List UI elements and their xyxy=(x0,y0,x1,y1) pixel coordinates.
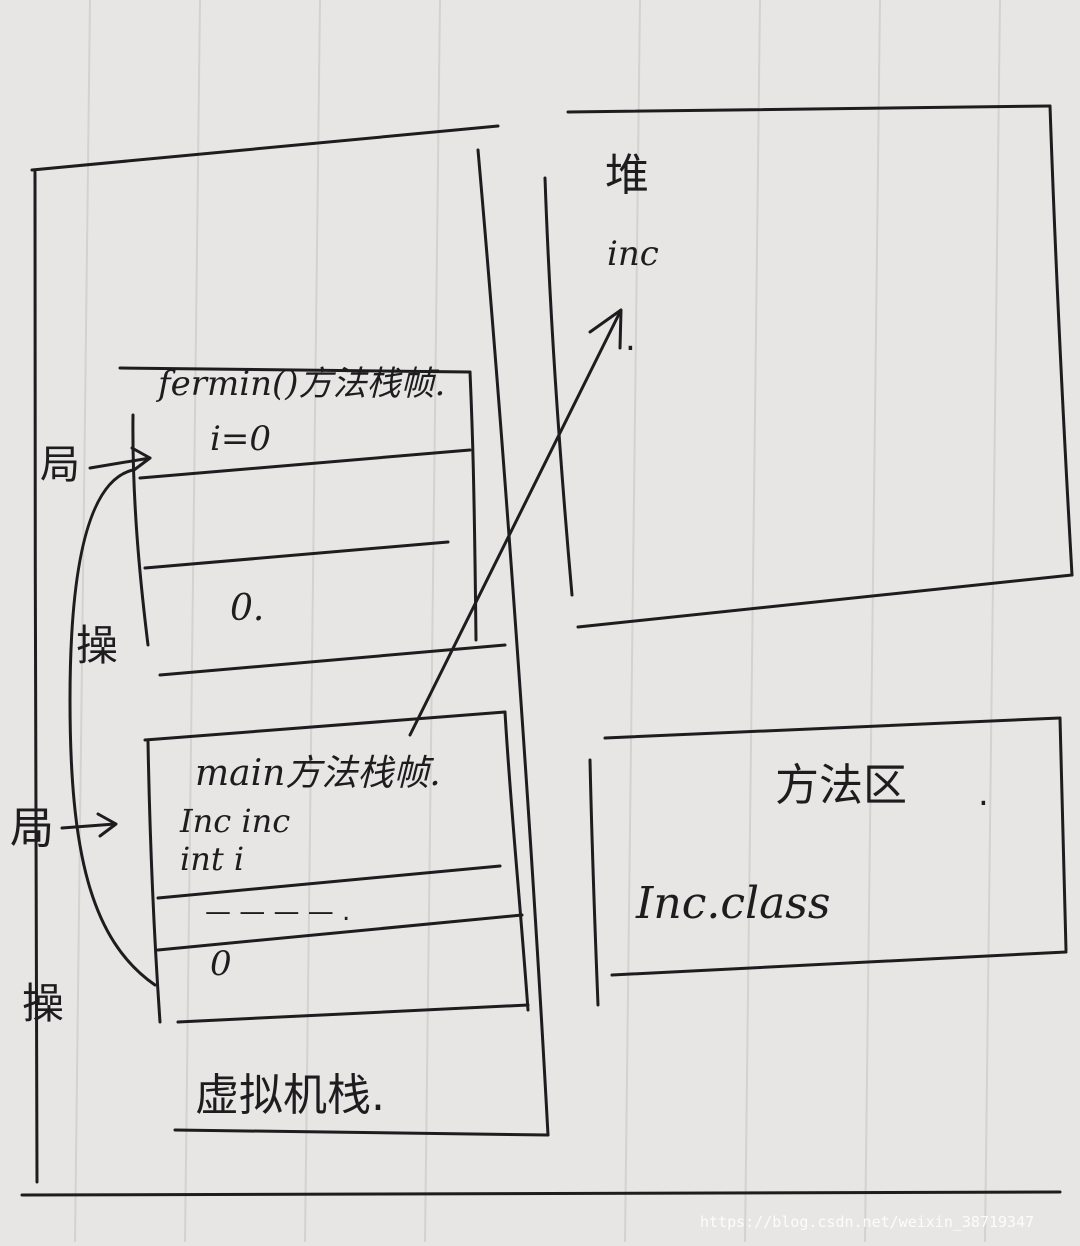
fermin-local-value: i=0 xyxy=(210,419,271,459)
method-area-title: 方法区 xyxy=(775,760,907,811)
method-area-dot: . xyxy=(978,774,989,814)
main-operand-label: 操 xyxy=(22,979,64,1028)
fermin-frame-title: fermin()方法栈帧. xyxy=(155,364,445,404)
main-local-label: 局 xyxy=(10,803,54,854)
vm-stack-box xyxy=(20,124,1062,1197)
vm-stack-caption: 虚拟机栈. xyxy=(195,1070,385,1121)
main-local-line1: Inc inc xyxy=(179,802,290,840)
main-local-arrow xyxy=(60,812,118,838)
main-frame-title: main方法栈帧. xyxy=(195,753,441,794)
fermin-operand-label: 操 xyxy=(76,621,118,670)
main-local-line2: int i xyxy=(180,840,244,878)
fermin-local-label: 局 xyxy=(40,442,80,488)
fermin-operand-value: 0. xyxy=(230,588,264,629)
method-area-class-label: Inc.class xyxy=(635,878,830,929)
reference-arrow xyxy=(408,308,623,737)
heap-title: 堆 xyxy=(605,150,649,201)
method-area-box xyxy=(588,716,1068,1007)
main-operand-value: 0 xyxy=(210,944,232,984)
left-curve-connector xyxy=(68,468,157,987)
main-dashes: — — — — . xyxy=(205,897,350,927)
heap-object-label: inc xyxy=(607,234,659,274)
fermin-frame-lines xyxy=(118,366,507,677)
fermin-local-arrow xyxy=(88,446,152,472)
paper-lines xyxy=(74,0,1001,1243)
watermark: https://blog.csdn.net/weixin_38719347 xyxy=(700,1213,1034,1231)
heap-box xyxy=(543,104,1074,629)
heap-dot: . xyxy=(625,319,636,359)
main-frame-lines xyxy=(143,710,530,1024)
